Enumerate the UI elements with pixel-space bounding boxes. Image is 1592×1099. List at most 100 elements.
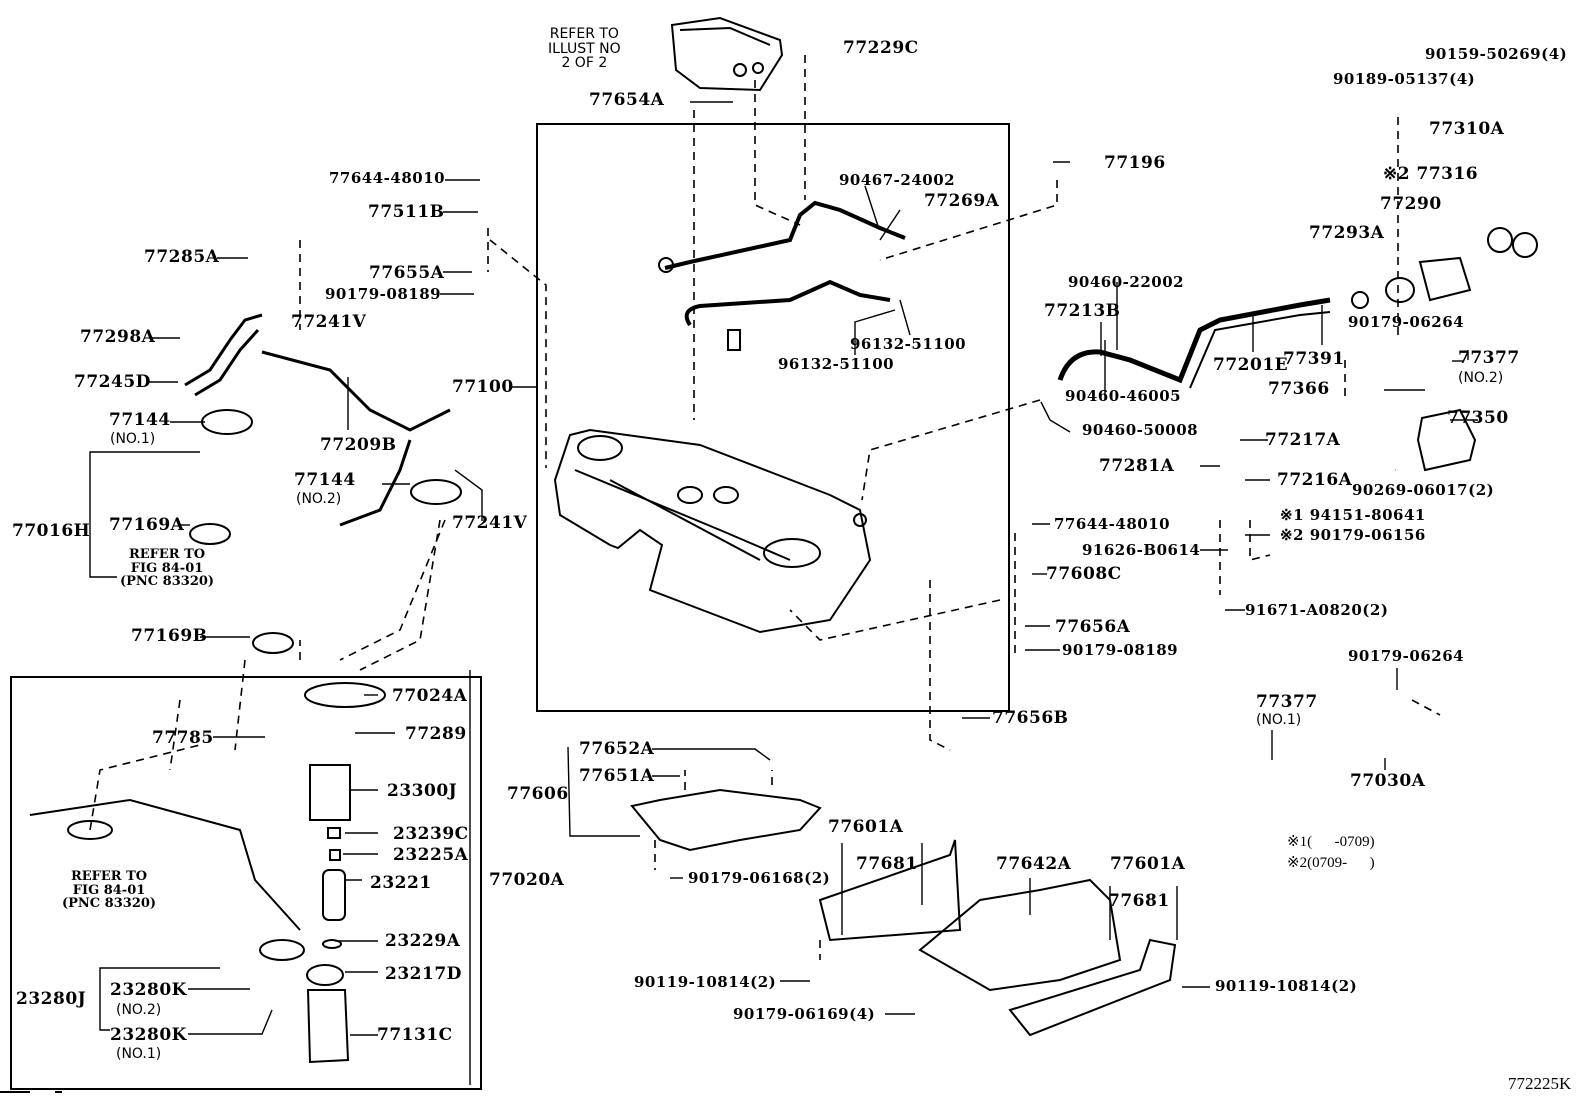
part-label-90119-10814-b[interactable]: 90119-10814(2) bbox=[1215, 977, 1358, 995]
part-label-77241V-b[interactable]: 77241V bbox=[452, 513, 528, 533]
part-label-77245D[interactable]: 77245D bbox=[74, 372, 151, 392]
part-label-90179-08189-a[interactable]: 90179-08189 bbox=[325, 285, 442, 303]
part-sublabel-77144-no1: (NO.1) bbox=[110, 431, 156, 447]
part-label-77217A[interactable]: 77217A bbox=[1265, 430, 1341, 450]
part-label-23229A[interactable]: 23229A bbox=[385, 931, 461, 951]
part-label-94151-80641[interactable]: ※1 94151-80641 bbox=[1280, 506, 1426, 524]
part-label-77024A[interactable]: 77024A bbox=[392, 686, 468, 706]
refer-illust-note: REFER TO ILLUST NO 2 OF 2 bbox=[548, 26, 621, 72]
part-label-77213B[interactable]: 77213B bbox=[1044, 301, 1121, 321]
part-label-96132-51100-a[interactable]: 96132-51100 bbox=[850, 335, 967, 353]
part-label-90179-06168[interactable]: 90179-06168(2) bbox=[688, 869, 831, 887]
filler-pipe-drawing bbox=[1057, 297, 1331, 384]
part-label-77131C[interactable]: 77131C bbox=[377, 1025, 453, 1045]
part-label-77681-a[interactable]: 77681 bbox=[856, 854, 918, 874]
part-label-90179-06156[interactable]: ※2 90179-06156 bbox=[1280, 526, 1426, 544]
part-label-90269-06017[interactable]: 90269-06017(2) bbox=[1352, 481, 1495, 499]
part-label-77377-no2[interactable]: 77377 bbox=[1458, 348, 1520, 368]
part-label-90119-10814-a[interactable]: 90119-10814(2) bbox=[634, 973, 777, 991]
part-label-77169B[interactable]: 77169B bbox=[131, 626, 208, 646]
part-label-90460-46005[interactable]: 90460-46005 bbox=[1065, 387, 1182, 405]
part-label-77644-48010-a[interactable]: 77644-48010 bbox=[329, 169, 446, 187]
part-label-77169A[interactable]: 77169A bbox=[109, 515, 185, 535]
part-label-23280J[interactable]: 23280J bbox=[16, 989, 87, 1009]
fuel-line-drawing bbox=[184, 313, 451, 527]
fuel-pump-group-frame bbox=[10, 676, 482, 1090]
part-label-23225A[interactable]: 23225A bbox=[393, 845, 469, 865]
part-label-77229C[interactable]: 77229C bbox=[843, 38, 919, 58]
part-label-90467-24002[interactable]: 90467-24002 bbox=[839, 171, 956, 189]
part-label-77285A[interactable]: 77285A bbox=[144, 247, 220, 267]
part-label-91626-B0614[interactable]: 91626-B0614 bbox=[1082, 541, 1201, 559]
part-label-77511B[interactable]: 77511B bbox=[368, 202, 445, 222]
part-label-96132-51100-b[interactable]: 96132-51100 bbox=[778, 355, 895, 373]
part-label-77016H[interactable]: 77016H bbox=[12, 521, 91, 541]
part-label-77644-48010-b[interactable]: 77644-48010 bbox=[1054, 515, 1171, 533]
part-label-77020A[interactable]: 77020A bbox=[489, 870, 565, 890]
illustration-code: 772225K bbox=[1508, 1074, 1572, 1093]
part-label-90179-06169[interactable]: 90179-06169(4) bbox=[733, 1005, 876, 1023]
vent-tube-drawing bbox=[664, 200, 906, 270]
part-label-77606[interactable]: 77606 bbox=[507, 784, 569, 804]
part-label-77350[interactable]: 77350 bbox=[1447, 408, 1509, 428]
part-label-77642A[interactable]: 77642A bbox=[996, 854, 1072, 874]
part-label-90189-05137[interactable]: 90189-05137(4) bbox=[1333, 70, 1476, 88]
charcoal-canister-drawing bbox=[670, 16, 784, 92]
part-label-77216A[interactable]: 77216A bbox=[1277, 470, 1353, 490]
fuel-lid-drawing bbox=[1416, 408, 1477, 472]
part-label-77209B[interactable]: 77209B bbox=[320, 435, 397, 455]
part-label-77366[interactable]: 77366 bbox=[1268, 379, 1330, 399]
part-sublabel-77377-no1: (NO.1) bbox=[1256, 712, 1302, 728]
part-label-77100[interactable]: 77100 bbox=[452, 377, 514, 397]
part-label-77601A-a[interactable]: 77601A bbox=[828, 817, 904, 837]
part-label-90179-06264-a[interactable]: 90179-06264 bbox=[1348, 313, 1465, 331]
part-label-91671-A0820[interactable]: 91671-A0820(2) bbox=[1245, 601, 1389, 619]
part-label-23280K-no1[interactable]: 23280K bbox=[110, 1025, 187, 1045]
part-label-77654A[interactable]: 77654A bbox=[589, 90, 665, 110]
part-label-77681-b[interactable]: 77681 bbox=[1108, 891, 1170, 911]
refer-fig-note-lower: REFER TO FIG 84-01 (PNC 83320) bbox=[62, 869, 157, 912]
part-label-77030A[interactable]: 77030A bbox=[1350, 771, 1426, 791]
part-label-90460-22002[interactable]: 90460-22002 bbox=[1068, 273, 1185, 291]
part-label-77652A[interactable]: 77652A bbox=[579, 739, 655, 759]
assembly-dashed-lines bbox=[89, 55, 1441, 960]
part-label-77281A[interactable]: 77281A bbox=[1099, 456, 1175, 476]
fuel-tank-drawing bbox=[553, 428, 872, 634]
part-label-77656A[interactable]: 77656A bbox=[1055, 617, 1131, 637]
part-label-23221[interactable]: 23221 bbox=[370, 873, 432, 893]
part-label-77316[interactable]: ※2 77316 bbox=[1383, 164, 1479, 184]
refer-fig-note-upper: REFER TO FIG 84-01 (PNC 83320) bbox=[120, 547, 215, 590]
part-label-77651A[interactable]: 77651A bbox=[579, 766, 655, 786]
part-label-77144-no1[interactable]: 77144 bbox=[109, 410, 171, 430]
part-label-23239C[interactable]: 23239C bbox=[393, 824, 469, 844]
fuel-pump-drawing bbox=[29, 682, 386, 1064]
part-label-77298A[interactable]: 77298A bbox=[80, 327, 156, 347]
part-label-90179-06264-b[interactable]: 90179-06264 bbox=[1348, 647, 1465, 665]
part-label-77377-no1[interactable]: 77377 bbox=[1256, 692, 1318, 712]
part-label-23300J[interactable]: 23300J bbox=[387, 781, 458, 801]
part-label-77269A[interactable]: 77269A bbox=[924, 191, 1000, 211]
part-label-77290[interactable]: 77290 bbox=[1380, 194, 1442, 214]
part-sublabel-77144-no2: (NO.2) bbox=[296, 491, 342, 507]
part-label-77785[interactable]: 77785 bbox=[152, 728, 214, 748]
part-label-77655A[interactable]: 77655A bbox=[369, 263, 445, 283]
part-label-77310A[interactable]: 77310A bbox=[1429, 119, 1505, 139]
legend-mark-2: ※2(0709- ) bbox=[1287, 855, 1375, 871]
part-label-90460-50008[interactable]: 90460-50008 bbox=[1082, 421, 1199, 439]
part-label-77601A-b[interactable]: 77601A bbox=[1110, 854, 1186, 874]
part-label-77241V-a[interactable]: 77241V bbox=[291, 312, 367, 332]
part-label-77144-no2[interactable]: 77144 bbox=[294, 470, 356, 490]
part-sublabel-23280K-no1: (NO.1) bbox=[116, 1046, 162, 1062]
part-label-77656B[interactable]: 77656B bbox=[992, 708, 1069, 728]
part-label-23280K-no2[interactable]: 23280K bbox=[110, 980, 187, 1000]
part-label-77391[interactable]: 77391 bbox=[1283, 349, 1345, 369]
part-label-77608C[interactable]: 77608C bbox=[1046, 564, 1122, 584]
part-label-90159-50269[interactable]: 90159-50269(4) bbox=[1425, 45, 1568, 63]
part-label-77201E[interactable]: 77201E bbox=[1213, 355, 1289, 375]
part-label-77289[interactable]: 77289 bbox=[405, 724, 467, 744]
part-label-23217D[interactable]: 23217D bbox=[385, 964, 462, 984]
part-label-90179-08189-b[interactable]: 90179-08189 bbox=[1062, 641, 1179, 659]
part-label-77196[interactable]: 77196 bbox=[1104, 153, 1166, 173]
part-label-77293A[interactable]: 77293A bbox=[1309, 223, 1385, 243]
